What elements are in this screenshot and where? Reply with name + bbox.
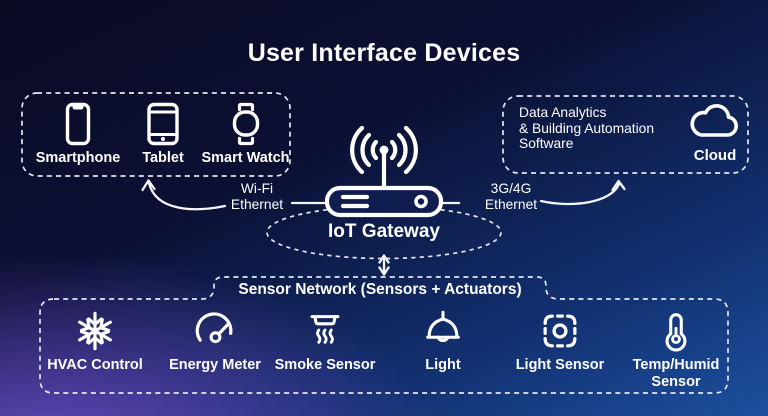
sensor-label: Light <box>425 357 461 373</box>
sensor-hvac-control: HVAC Control <box>35 308 155 374</box>
gauge-icon <box>195 312 233 344</box>
link-line: Ethernet <box>484 196 538 212</box>
cloud-icon-wrap <box>686 102 744 144</box>
cloud-text-line: Software <box>519 136 574 152</box>
sensor-label: Temp/Humid Sensor <box>632 357 720 390</box>
sensor-network-title: Sensor Network (Sensors + Actuators) <box>238 281 522 298</box>
sensor-light: Light <box>383 308 503 374</box>
link-line: Ethernet <box>230 196 284 212</box>
cloud-text-line: & Building Automation <box>519 120 654 136</box>
cloud-icon <box>690 103 738 137</box>
device-tablet: Tablet <box>128 101 198 167</box>
wifi-link-arrow <box>141 179 329 211</box>
device-label: Tablet <box>142 150 184 166</box>
sensor-label: HVAC Control <box>47 357 143 373</box>
snowflake-icon <box>74 311 116 351</box>
sensor-network-box-border <box>39 276 729 394</box>
gateway-sensor-double-arrow <box>378 254 390 276</box>
sensor-light-sensor: Light Sensor <box>498 308 622 374</box>
lamp-icon <box>426 310 460 343</box>
ui-devices-box-border <box>21 92 291 177</box>
device-smartphone: Smartphone <box>28 101 128 167</box>
link-line: Wi-Fi <box>240 181 274 196</box>
tablet-icon <box>147 102 179 146</box>
smart-watch-icon <box>232 102 259 146</box>
cellular-link-label: 3G/4G Ethernet <box>466 181 556 212</box>
device-label: Smartphone <box>35 150 121 166</box>
wifi-link-label: Wi-Fi Ethernet <box>212 181 302 212</box>
sensor-label: Light Sensor <box>515 357 605 373</box>
cellular-link-arrow <box>439 179 626 206</box>
device-label: Smart Watch <box>201 150 290 166</box>
cloud-label: Cloud <box>693 147 737 164</box>
sensor-label: Smoke Sensor <box>274 357 376 373</box>
smartphone-icon <box>65 102 91 146</box>
sensor-temp-humid: Temp/Humid Sensor <box>621 308 731 391</box>
sensor-label: Energy Meter <box>169 357 261 373</box>
smoke-detector-icon <box>310 315 340 344</box>
light-sensor-icon <box>543 314 577 348</box>
gateway-icon-wrap <box>322 116 446 218</box>
link-line: 3G/4G <box>490 181 532 196</box>
page-title: User Interface Devices <box>247 39 521 67</box>
cloud-box-text: Data Analytics & Building Automation Sof… <box>519 105 654 152</box>
cloud-text-line: Data Analytics <box>519 105 607 120</box>
sensor-smoke: Smoke Sensor <box>265 308 385 374</box>
cloud-box-border <box>502 95 749 174</box>
gateway-label: IoT Gateway <box>328 221 440 242</box>
router-icon <box>324 125 444 218</box>
device-smart-watch: Smart Watch <box>198 101 293 167</box>
thermometer-icon <box>665 313 687 352</box>
sensor-energy-meter: Energy Meter <box>155 308 275 374</box>
